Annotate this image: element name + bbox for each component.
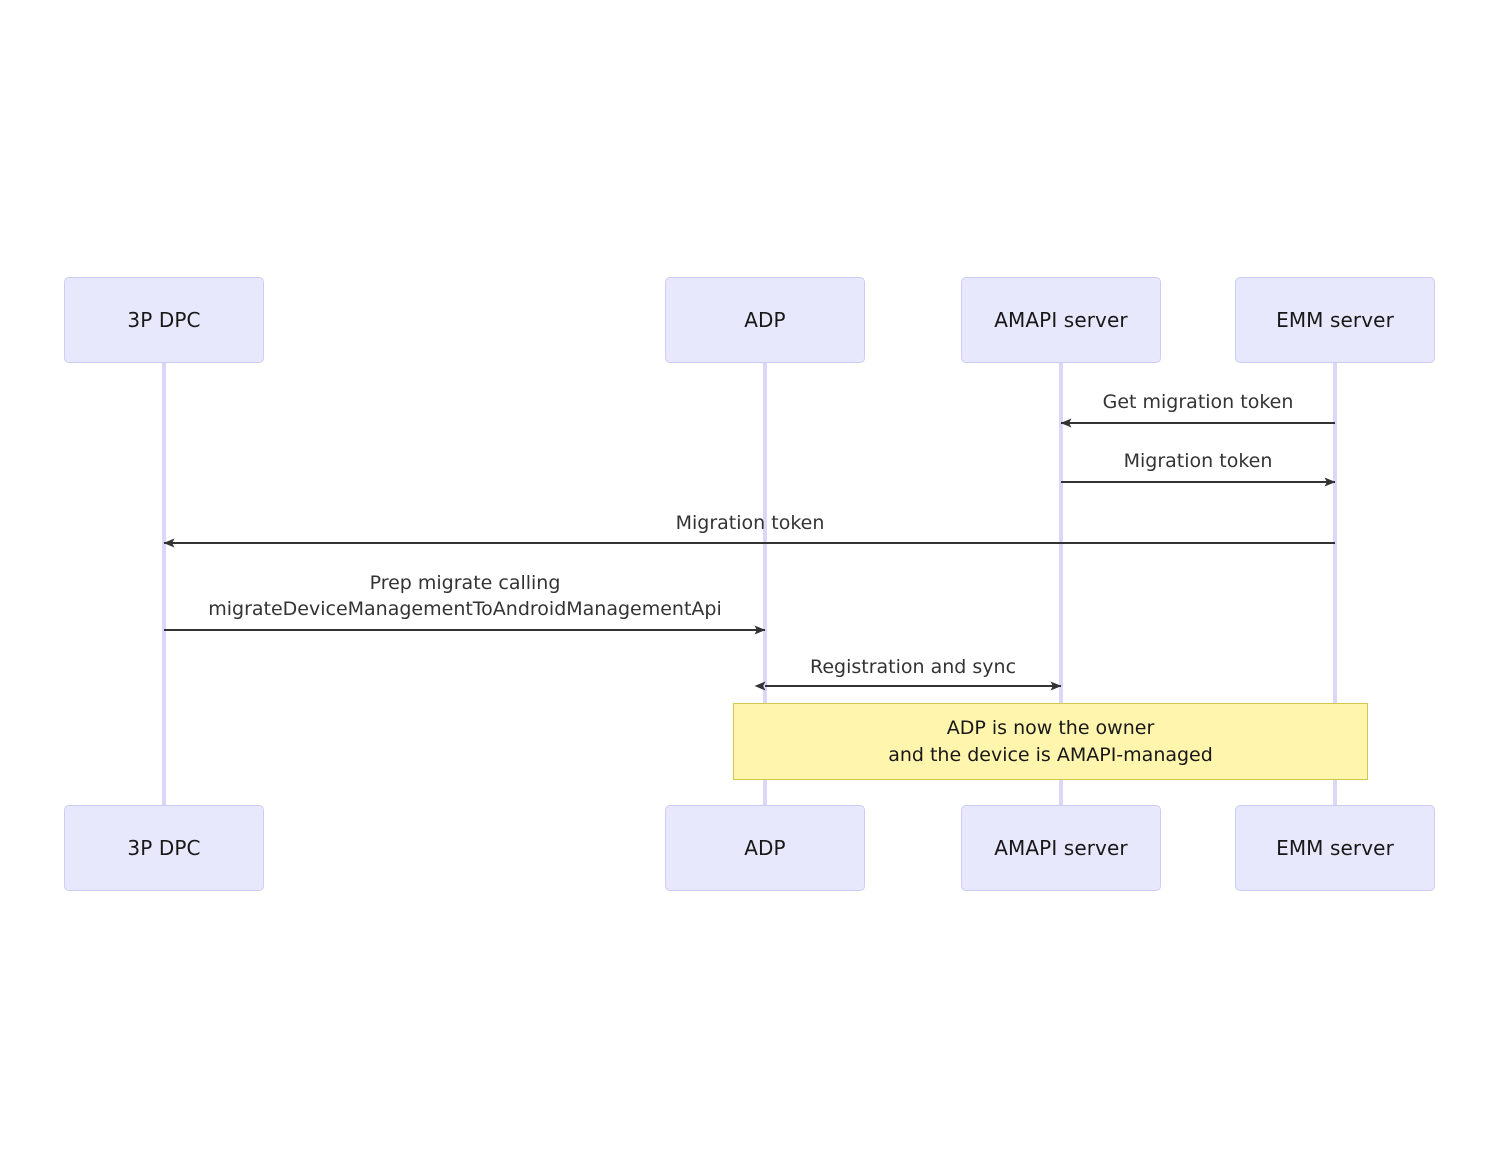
participant-emm-bottom[interactable]: EMM server — [1235, 805, 1435, 891]
message-label-line: Get migration token — [1102, 391, 1294, 413]
participant-dpc-bottom[interactable]: 3P DPC — [64, 805, 264, 891]
participant-adp-top[interactable]: ADP — [665, 277, 865, 363]
participant-label: AMAPI server — [994, 308, 1128, 332]
message-label-line: Prep migrate calling — [369, 572, 561, 594]
participant-amapi-top[interactable]: AMAPI server — [961, 277, 1161, 363]
message-label-line: Migration token — [1123, 450, 1273, 472]
message-label-m3: Migration token — [676, 511, 825, 537]
note-adp-owner: ADP is now the owner and the device is AM… — [733, 703, 1368, 780]
participant-label: EMM server — [1276, 308, 1394, 332]
participant-emm-top[interactable]: EMM server — [1235, 277, 1435, 363]
message-label-m4: Prep migrate calling migrateDeviceManagem… — [208, 571, 722, 622]
message-label-m2: Migration token — [1124, 449, 1273, 475]
message-arrows — [163, 418, 1336, 691]
note-line: and the device is AMAPI-managed — [888, 743, 1213, 766]
message-label-line: Migration token — [675, 512, 825, 534]
participant-label: 3P DPC — [127, 308, 201, 332]
note-line: ADP is now the owner — [946, 717, 1155, 740]
participant-dpc-top[interactable]: 3P DPC — [64, 277, 264, 363]
participant-label: EMM server — [1276, 836, 1394, 860]
message-label-m5: Registration and sync — [810, 655, 1016, 681]
participant-adp-bottom[interactable]: ADP — [665, 805, 865, 891]
message-label-m1: Get migration token — [1103, 390, 1294, 416]
participant-label: ADP — [744, 308, 786, 332]
participant-label: AMAPI server — [994, 836, 1128, 860]
participant-label: ADP — [744, 836, 786, 860]
participant-label: 3P DPC — [127, 836, 201, 860]
message-label-line: Registration and sync — [809, 656, 1017, 678]
participant-amapi-bottom[interactable]: AMAPI server — [961, 805, 1161, 891]
message-label-line: migrateDeviceManagementToAndroidManageme… — [208, 597, 722, 620]
